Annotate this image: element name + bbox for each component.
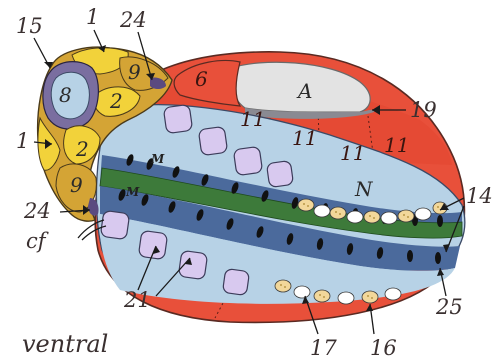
label-24-left: 24 bbox=[23, 199, 51, 223]
label-11-a: 11 bbox=[240, 107, 265, 131]
label-15: 15 bbox=[16, 14, 43, 38]
label-A: A bbox=[296, 79, 312, 103]
navy-stripe-lower bbox=[100, 186, 460, 271]
label-ventral: ventral bbox=[22, 330, 108, 358]
label-17: 17 bbox=[310, 336, 337, 360]
label-N: N bbox=[354, 177, 374, 201]
label-8: 8 bbox=[59, 83, 72, 107]
marker-24-top bbox=[150, 77, 166, 89]
label-11-c: 11 bbox=[340, 141, 365, 165]
label-cf: cf bbox=[26, 229, 49, 253]
arrow-heads bbox=[44, 45, 450, 311]
label-24-top: 24 bbox=[119, 8, 147, 32]
label-1-left: 1 bbox=[16, 129, 29, 153]
label-M-lower: M bbox=[125, 185, 140, 199]
label-9-mid: 9 bbox=[70, 173, 83, 197]
label-1-top: 1 bbox=[86, 5, 99, 29]
label-21: 21 bbox=[123, 288, 151, 312]
label-2-top: 2 bbox=[109, 89, 123, 113]
label-9-top: 9 bbox=[128, 60, 141, 84]
head-region-2-mid bbox=[63, 125, 101, 165]
cf-lines bbox=[77, 219, 107, 241]
lower-eggs bbox=[274, 279, 402, 305]
region-A-rim bbox=[245, 108, 375, 119]
head-region-9-mid bbox=[55, 163, 97, 213]
label-16: 16 bbox=[370, 336, 397, 360]
head-region-8 bbox=[50, 71, 90, 120]
label-11-d: 11 bbox=[384, 133, 409, 157]
label-25: 25 bbox=[435, 295, 463, 319]
label-2-mid: 2 bbox=[75, 137, 89, 161]
region-6 bbox=[173, 59, 242, 107]
label-14: 14 bbox=[466, 184, 493, 208]
label-6: 6 bbox=[195, 67, 208, 91]
ventral-blue-band bbox=[99, 214, 455, 304]
lower-eggs-dots bbox=[280, 284, 373, 299]
label-11-b: 11 bbox=[292, 126, 317, 150]
label-M-upper: M bbox=[150, 152, 165, 166]
region-A bbox=[229, 61, 371, 113]
label-19: 19 bbox=[410, 98, 437, 122]
marker-24-left bbox=[88, 198, 99, 216]
upper-squares bbox=[163, 104, 294, 188]
